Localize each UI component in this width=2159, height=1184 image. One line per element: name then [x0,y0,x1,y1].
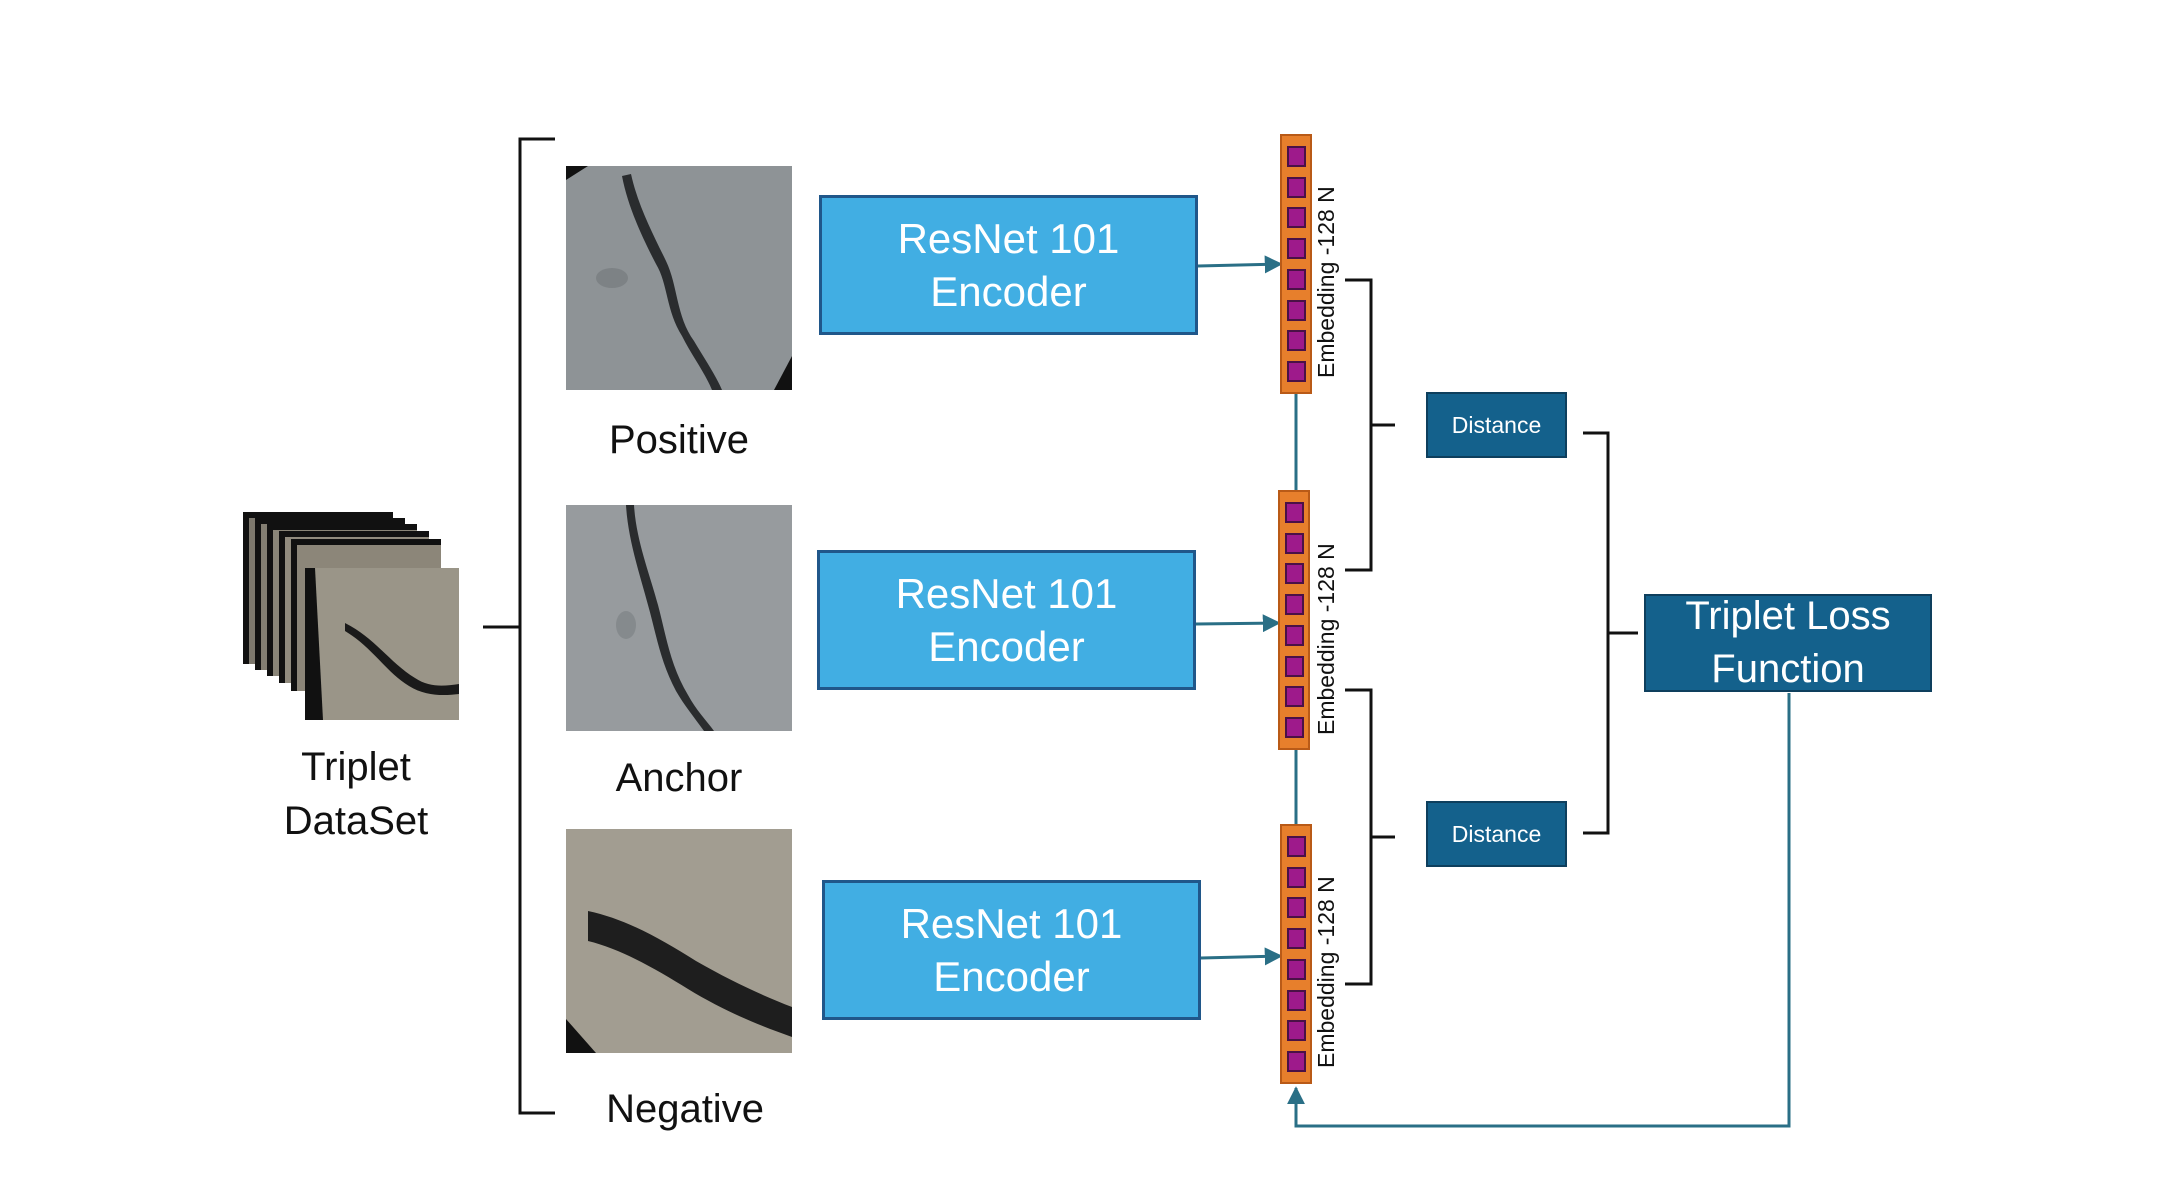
dataset-image-front [305,568,459,720]
embedding-vector-anchor [1278,490,1310,750]
embedding-label-negative: Embedding -128 N [1313,876,1339,1068]
positive-image [566,166,792,390]
positive-label: Positive [608,418,750,462]
pair-bracket-positive-anchor [1345,278,1373,572]
negative-image [566,829,792,1053]
negative-label: Negative [606,1087,764,1131]
feedback-loop [1287,693,1791,1128]
anchor-label: Anchor [615,756,743,800]
embedding-label-positive: Embedding -128 N [1313,186,1339,378]
dataset-bracket [518,137,555,1115]
pair-bracket-anchor-negative [1345,688,1373,986]
triplet-dataset-stack [243,512,459,720]
arrow-anchor [1195,614,1281,633]
distance-box-anchor-negative: Distance [1426,801,1567,867]
arrow-negative [1200,947,1283,966]
anchor-image [566,505,792,731]
distance-bracket [1583,431,1610,835]
arrow-positive [1197,255,1283,274]
embedding-vector-positive [1280,134,1312,394]
distance-box-positive-anchor: Distance [1426,392,1567,458]
embedding-vector-negative [1280,824,1312,1084]
dataset-label: Triplet DataSet [283,745,429,843]
embedding-label-anchor: Embedding -128 N [1313,543,1339,735]
